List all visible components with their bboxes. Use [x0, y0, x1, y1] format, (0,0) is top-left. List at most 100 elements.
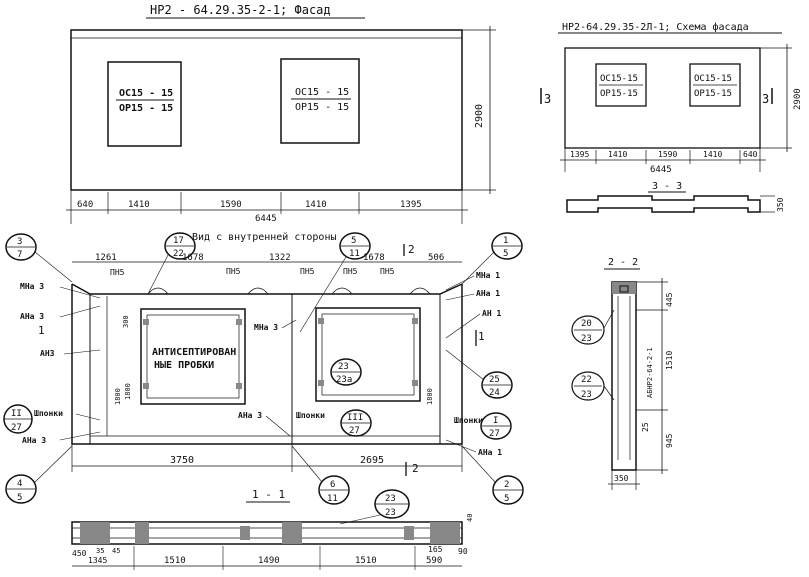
bubble-III-bot: 27 [349, 426, 360, 436]
bubble-6-11: 6 11 [291, 445, 350, 505]
section22-ref1-bot: 23 [581, 334, 592, 344]
scheme-window-2 [689, 63, 741, 107]
bubble-II-bot: 27 [11, 423, 22, 433]
scheme-win2-top: ОС15-15 [694, 74, 732, 84]
bubble-3-7: 3 7 [5, 233, 73, 283]
section22-ref2-bot: 23 [581, 390, 592, 400]
scheme-title: НР2-64.29.35-2Л-1; Схема фасада [562, 21, 749, 33]
scheme-d1: 1395 [570, 150, 589, 159]
facade-d3: 1590 [220, 200, 242, 210]
inner-ana-right1: АНа 1 [476, 289, 500, 298]
bubble-6-top: 6 [330, 480, 335, 490]
bubble-III-27: III 27 [340, 409, 372, 437]
inner-cut-1-right: 1 [478, 330, 485, 343]
bubble-5-11: 5 11 [299, 232, 371, 333]
inner-top-d1: 1261 [95, 253, 117, 263]
section11-d590: 590 [426, 556, 442, 566]
inner-top-d2: 1678 [182, 253, 204, 263]
scheme-win1-top: ОС15-15 [600, 74, 638, 84]
inner-view: Вид с внутренней стороны 1261 1678 1322 … [3, 231, 524, 505]
inner-window-2 [315, 307, 421, 402]
inner-ana-center: АНа 3 [238, 411, 262, 420]
section33-h: 350 [776, 197, 785, 212]
facade-d5: 1395 [400, 200, 422, 210]
facade-d2: 1410 [128, 200, 150, 210]
section22-title: 2 - 2 [608, 257, 638, 268]
scheme-window-1 [595, 63, 647, 107]
bubble-I-bot: 27 [489, 429, 500, 439]
section33-title: 3 - 3 [652, 181, 682, 192]
section11-bubble-bot: 23 [385, 508, 396, 518]
bubble-23-top: 23 [338, 362, 349, 372]
facade-win2-bot: ОР15 - 15 [295, 102, 349, 113]
inner-bottom-1: 3750 [170, 455, 194, 466]
bubble-25-bot: 24 [489, 388, 500, 398]
bubble-I-27: I 27 [480, 412, 512, 440]
facade-d1: 640 [77, 200, 93, 210]
inner-mna-right: МНа 1 [476, 271, 500, 280]
scheme-win1-bot: ОР15-15 [600, 89, 638, 99]
bubble-6-bot: 11 [327, 494, 338, 504]
section11-d450: 450 [72, 549, 87, 558]
bubble-5-bot: 11 [349, 249, 360, 259]
inner-shponki-center: Шпонки [296, 411, 325, 420]
scheme-height: 2900 [793, 88, 803, 110]
scheme-d2: 1410 [608, 150, 627, 159]
facade-total: 6445 [255, 214, 277, 224]
bubble-23-bot: 23а [336, 375, 352, 385]
inner-d1800a: 1800 [114, 388, 122, 405]
inner-cut-2-bot: 2 [412, 462, 419, 475]
bubble-1-5: 1 5 [461, 232, 523, 285]
facade-window-1 [107, 61, 182, 147]
bubble-III-top: III [347, 413, 363, 423]
bubble-17-22: 17 22 [147, 232, 196, 295]
inner-shponki-right: Шпонки [454, 416, 483, 425]
inner-pn-1: ПН5 [110, 268, 125, 277]
bubble-II-top: II [11, 409, 22, 419]
scheme-panel [564, 47, 761, 149]
section-1-1: 1 - 1 23 23 450 35 45 1345 1510 1490 151… [71, 488, 474, 570]
bubble-I-top: I [493, 416, 498, 426]
inner-window-1 [140, 308, 246, 405]
facade-height: 2900 [474, 104, 485, 128]
inner-pn-3: ПН5 [300, 267, 315, 276]
section11-d40: 40 [466, 514, 474, 522]
bubble-bl-bot: 5 [17, 493, 22, 503]
inner-ana-right2: АНа 1 [478, 448, 502, 457]
inner-pn-5: ПН5 [380, 267, 395, 276]
inner-cut-2-top: 2 [408, 243, 415, 256]
inner-pn-2: ПН5 [226, 267, 241, 276]
bubble-tl-bot: 7 [17, 250, 22, 260]
bubble-23-23a: 23 23а [330, 358, 362, 386]
bubble-4-5: 4 5 [5, 445, 73, 504]
section22-d2: 1510 [665, 351, 674, 370]
section11-beam [71, 521, 463, 545]
bubble-5-top: 5 [351, 236, 356, 246]
inner-mna-left: МНа 3 [20, 282, 44, 291]
bubble-tr-top: 1 [503, 236, 508, 246]
section22-w: 350 [614, 474, 629, 483]
inner-an-left: АН3 [40, 349, 55, 358]
bubble-bl-top: 4 [17, 479, 22, 489]
section11-d90: 90 [458, 547, 468, 556]
facade-title: НР2 - 64.29.35-2-1; Фасад [150, 3, 331, 17]
section11-d35: 35 [96, 547, 104, 555]
bubble-25-24: 25 24 [445, 349, 513, 399]
section11-d1490: 1490 [258, 556, 280, 566]
inner-panel [71, 283, 463, 445]
inner-antiseptic-2: НЫЕ ПРОБКИ [154, 360, 214, 371]
inner-d1800b: 1800 [124, 383, 132, 400]
scheme-total: 6445 [650, 165, 672, 175]
inner-mna-center: МНа 3 [254, 323, 278, 332]
inner-pn-4: ПН5 [343, 267, 358, 276]
inner-bottom-2: 2695 [360, 455, 384, 466]
facade-view: НР2 - 64.29.35-2-1; Фасад ОС15 - 15 ОР15… [66, 3, 496, 224]
scheme-win2-bot: ОР15-15 [694, 89, 732, 99]
inner-top-d5: 506 [428, 253, 444, 263]
inner-antiseptic-1: АНТИСЕПТИРОВАН [152, 347, 236, 358]
bubble-tr-bot: 5 [503, 249, 508, 259]
bubble-br-bot: 5 [504, 494, 509, 504]
section-3-3: 3 - 3 350 [566, 181, 785, 213]
inner-an-right: АН 1 [482, 309, 501, 318]
